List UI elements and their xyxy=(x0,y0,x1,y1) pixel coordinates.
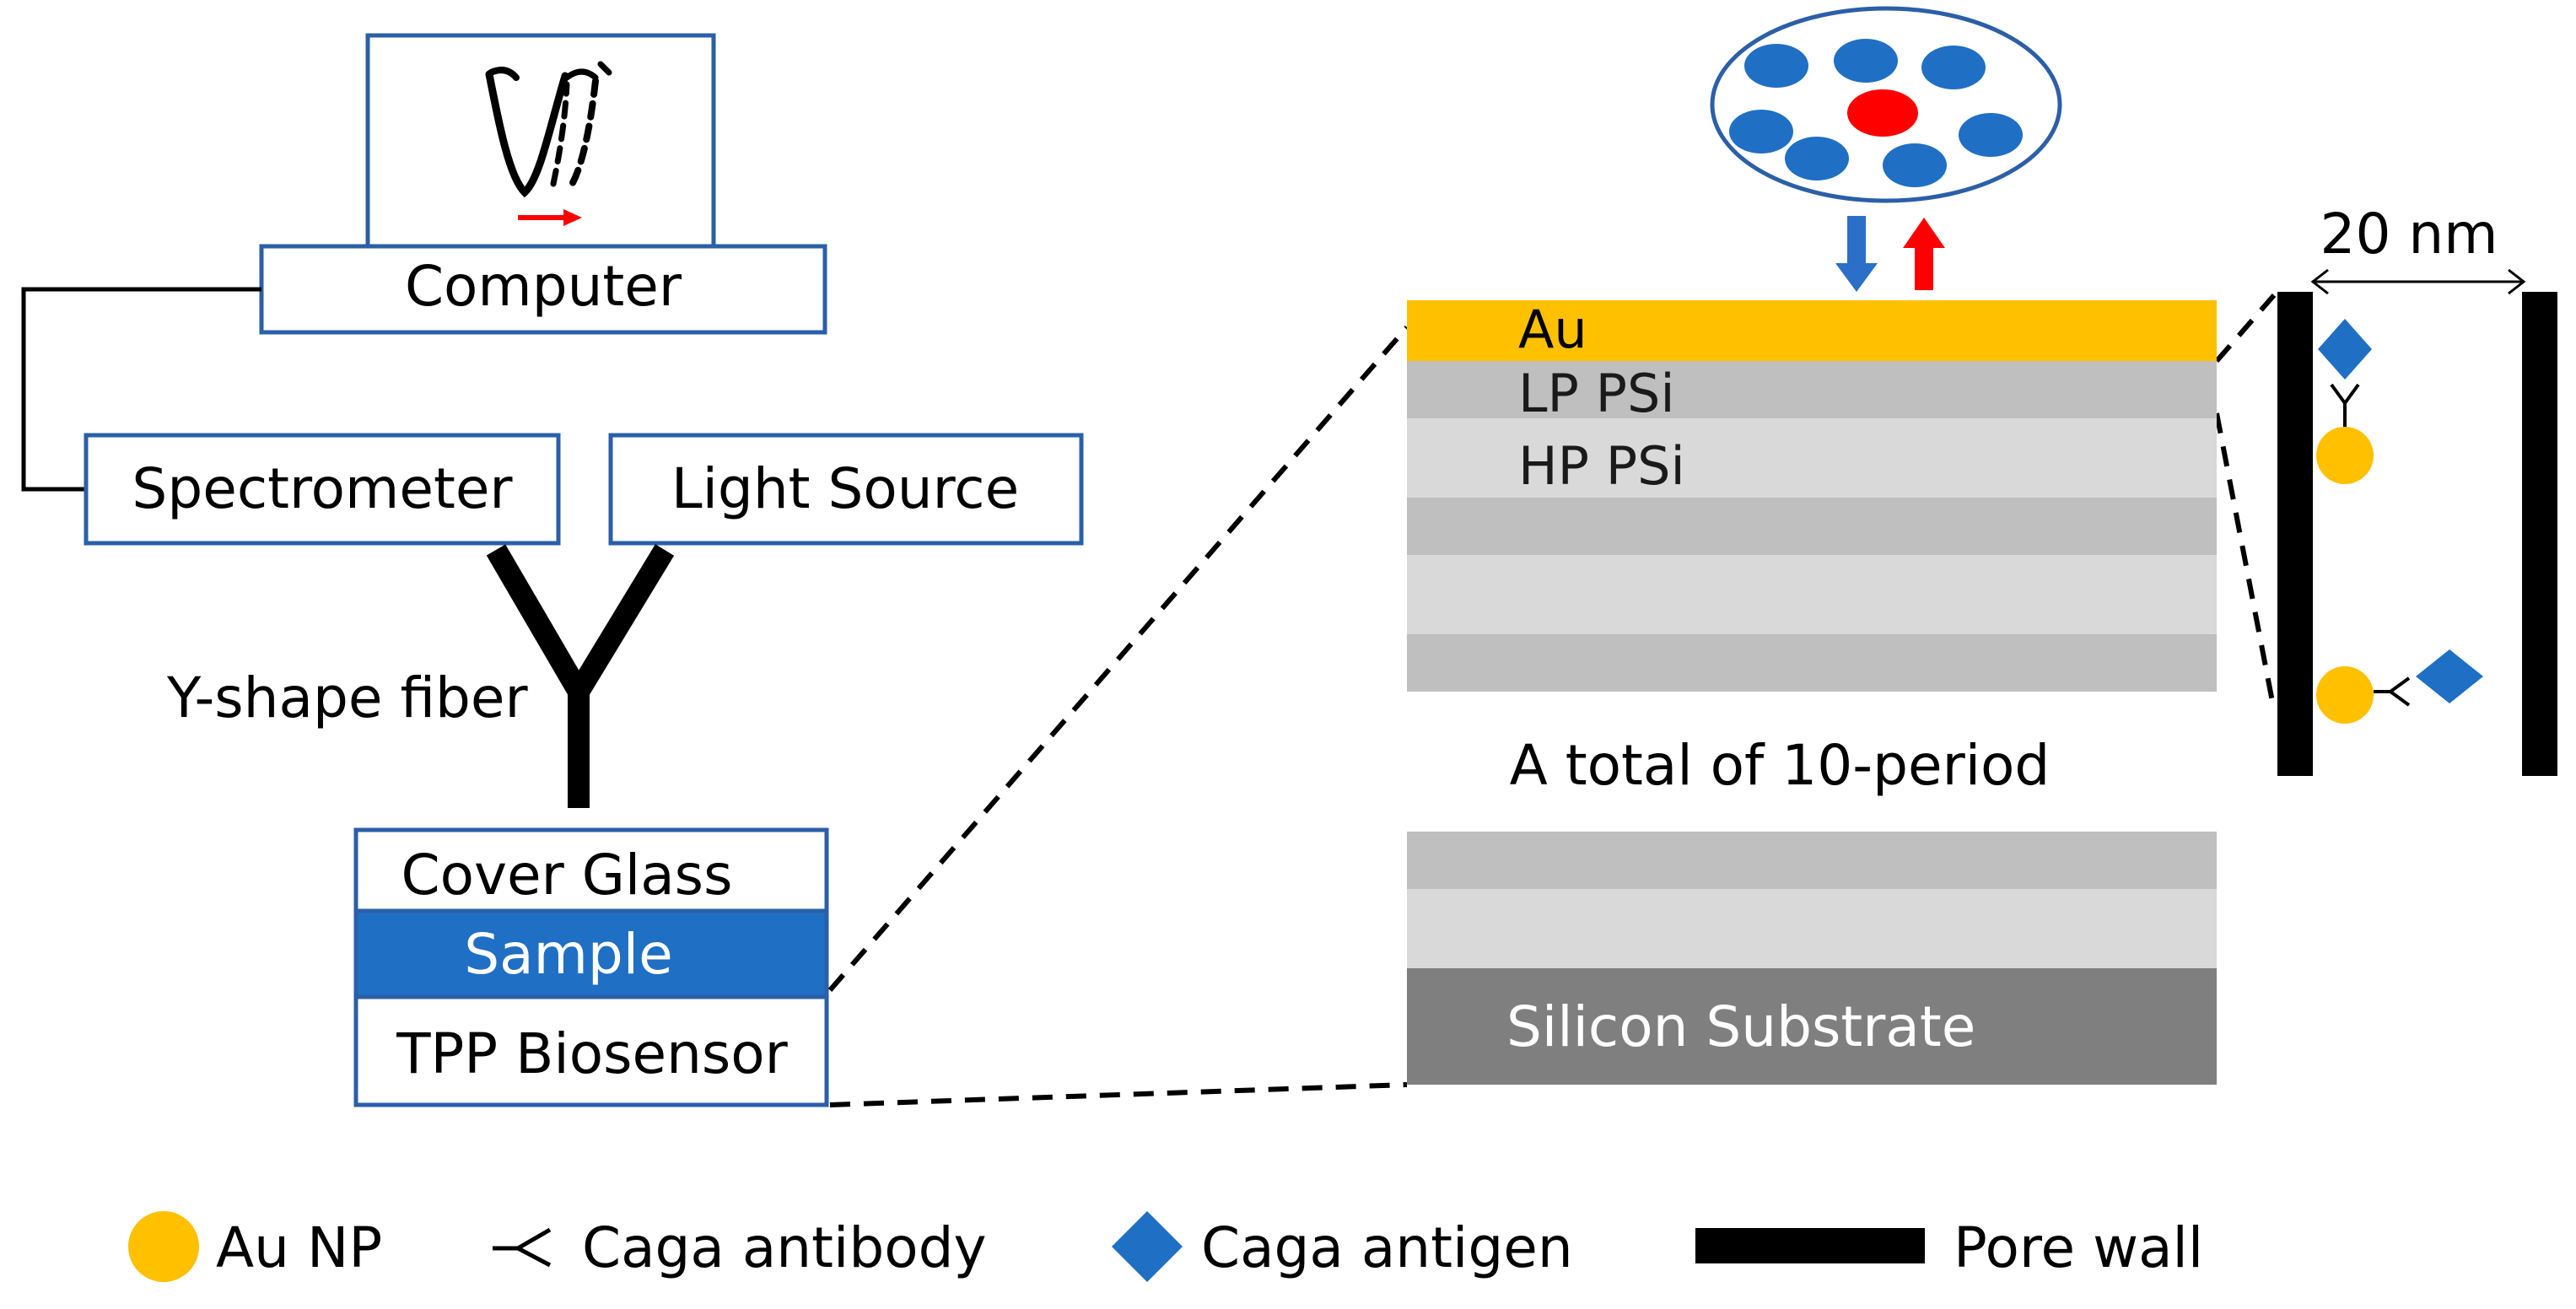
spectrometer-label: Spectrometer xyxy=(132,456,513,521)
legend-antibody-label: Caga antibody xyxy=(582,1215,987,1280)
caga-antibody-icon xyxy=(2330,383,2360,428)
sample-label: Sample xyxy=(464,922,672,987)
pore-wall-swatch xyxy=(1695,1228,1925,1263)
y-shape-fiber xyxy=(486,544,675,808)
caga-antigen-icon xyxy=(2318,319,2372,380)
pore-wall xyxy=(2522,292,2557,776)
au-nanoparticle-icon xyxy=(128,1211,199,1282)
silicon-substrate-layer xyxy=(1407,968,2217,1085)
measurement-setup: Computer Spectrometer Light Source Y-sha… xyxy=(21,33,1084,1107)
hp-psi-layer xyxy=(1407,555,2217,634)
lp-psi-layer xyxy=(1407,634,2217,692)
sample-box xyxy=(353,908,829,999)
period-note: A total of 10-period xyxy=(1510,733,2051,798)
fiber-label: Y-shape fiber xyxy=(166,665,529,730)
pore-detail: 20 nm xyxy=(2277,202,2557,776)
lp-psi-label: LP PSi xyxy=(1518,363,1675,424)
layer-stack: Au LP PSi HP PSi A total of 10-period Si… xyxy=(1407,6,2217,1085)
cover-glass-label: Cover Glass xyxy=(401,843,733,908)
caga-antibody-icon xyxy=(2374,676,2411,707)
au-nanoparticle-icon xyxy=(2316,427,2374,484)
computer-label: Computer xyxy=(405,254,682,319)
tpp-biosensor-box xyxy=(353,994,829,1107)
pore-wall xyxy=(2277,292,2313,776)
legend-antigen-label: Caga antigen xyxy=(1201,1215,1573,1280)
computer-box xyxy=(259,244,827,335)
lp-psi-layer xyxy=(1407,498,2217,555)
substrate-label: Silicon Substrate xyxy=(1506,994,1975,1059)
caga-antibody-icon xyxy=(493,1227,552,1268)
light-source-label: Light Source xyxy=(671,456,1019,521)
hp-psi-label: HP PSi xyxy=(1518,435,1685,497)
zoom-lines xyxy=(827,294,2277,1107)
au-layer xyxy=(1407,300,2217,361)
legend-au-np-label: Au NP xyxy=(216,1215,382,1280)
hp-psi-layer xyxy=(1407,889,2217,968)
pore-width-label: 20 nm xyxy=(2320,202,2498,267)
legend-pore-wall-label: Pore wall xyxy=(1954,1215,2203,1280)
tpp-biosensor-label: TPP Biosensor xyxy=(396,1021,788,1086)
au-layer-label: Au xyxy=(1518,299,1587,360)
up-arrow-icon xyxy=(1903,218,1945,290)
pore-width-dimension: 20 nm xyxy=(2310,202,2526,295)
au-nanoparticle-icon xyxy=(2316,666,2374,724)
data-cable xyxy=(21,287,261,492)
lp-psi-layer xyxy=(1407,361,2217,418)
down-arrow-icon xyxy=(1835,216,1878,292)
monitor-screen xyxy=(365,33,716,249)
lp-psi-layer xyxy=(1407,832,2217,889)
spectrum-shift-icon xyxy=(485,61,612,226)
light-source-box xyxy=(608,433,1084,546)
legend: Au NP Caga antibody Caga antigen Pore wa… xyxy=(128,1211,2203,1282)
spectrometer-box xyxy=(84,433,561,546)
hp-psi-layer xyxy=(1407,418,2217,498)
analyte-particles xyxy=(1729,39,2023,187)
caga-antigen-icon xyxy=(1112,1211,1183,1282)
caga-antigen-icon xyxy=(2416,649,2483,703)
